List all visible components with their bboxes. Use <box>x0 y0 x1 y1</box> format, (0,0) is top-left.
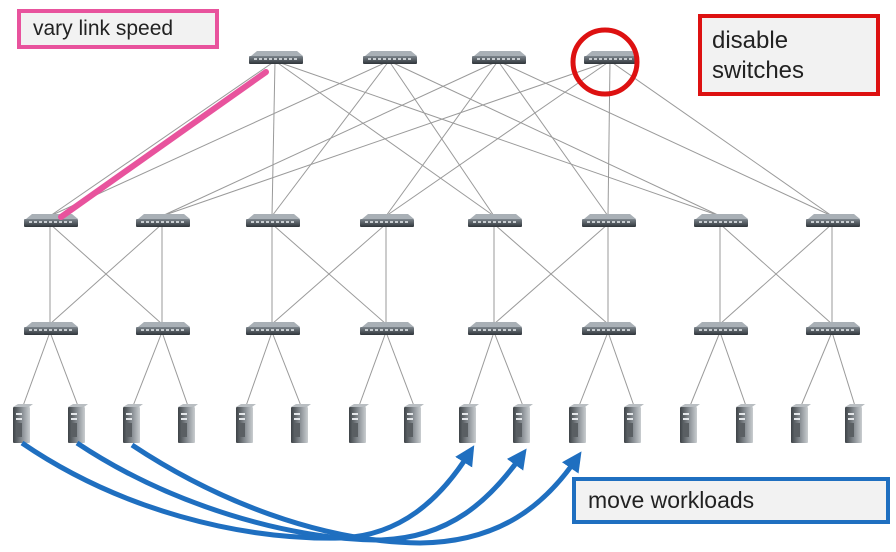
workload-move-arrow <box>130 442 582 546</box>
edge-switch-icon <box>360 322 414 335</box>
edge-switch-icon <box>806 322 860 335</box>
server-icon <box>736 404 756 443</box>
edge-switch-icon <box>468 322 522 335</box>
server-icon <box>624 404 644 443</box>
edge-switch-icon <box>694 322 748 335</box>
aggregation-switch-icon <box>582 214 636 227</box>
core-switch-icon <box>472 51 526 64</box>
aggregation-switch-icon <box>806 214 860 227</box>
aggregation-switch-icon <box>468 214 522 227</box>
server-icon <box>845 404 865 443</box>
server-icon <box>404 404 424 443</box>
edge-switch-icon <box>582 322 636 335</box>
server-icon <box>569 404 589 443</box>
server-icon <box>459 404 479 443</box>
server-icon <box>123 404 143 443</box>
overlays-layer <box>20 27 640 546</box>
server-icon <box>680 404 700 443</box>
disabled-switch-circle <box>570 27 640 97</box>
highlighted-link <box>58 69 269 220</box>
disable-switches-label: disable switches <box>698 14 880 96</box>
server-icon <box>291 404 311 443</box>
servers-layer <box>13 404 865 443</box>
disable-label-line2: switches <box>712 57 805 84</box>
vary-link-speed-label: vary link speed <box>17 9 219 49</box>
aggregation-switch-icon <box>360 214 414 227</box>
aggregation-switch-icon <box>24 214 78 227</box>
links-layer <box>22 60 856 407</box>
edge-switch-icon <box>136 322 190 335</box>
aggregation-switch-icon <box>246 214 300 227</box>
core-switch-icon <box>584 51 638 64</box>
move-workloads-label: move workloads <box>572 477 890 524</box>
edge-switch-icon <box>246 322 300 335</box>
server-icon <box>178 404 198 443</box>
server-icon <box>236 404 256 443</box>
server-icon <box>791 404 811 443</box>
aggregation-switch-icon <box>136 214 190 227</box>
core-switch-icon <box>363 51 417 64</box>
aggregation-switch-icon <box>694 214 748 227</box>
switches-layer <box>24 51 860 335</box>
server-icon <box>68 404 88 443</box>
edge-switch-icon <box>24 322 78 335</box>
disable-label-line1: disable <box>712 27 789 54</box>
workload-move-arrow <box>20 440 475 541</box>
server-icon <box>349 404 369 443</box>
core-switch-icon <box>249 51 303 64</box>
server-icon <box>513 404 533 443</box>
server-icon <box>13 404 33 443</box>
